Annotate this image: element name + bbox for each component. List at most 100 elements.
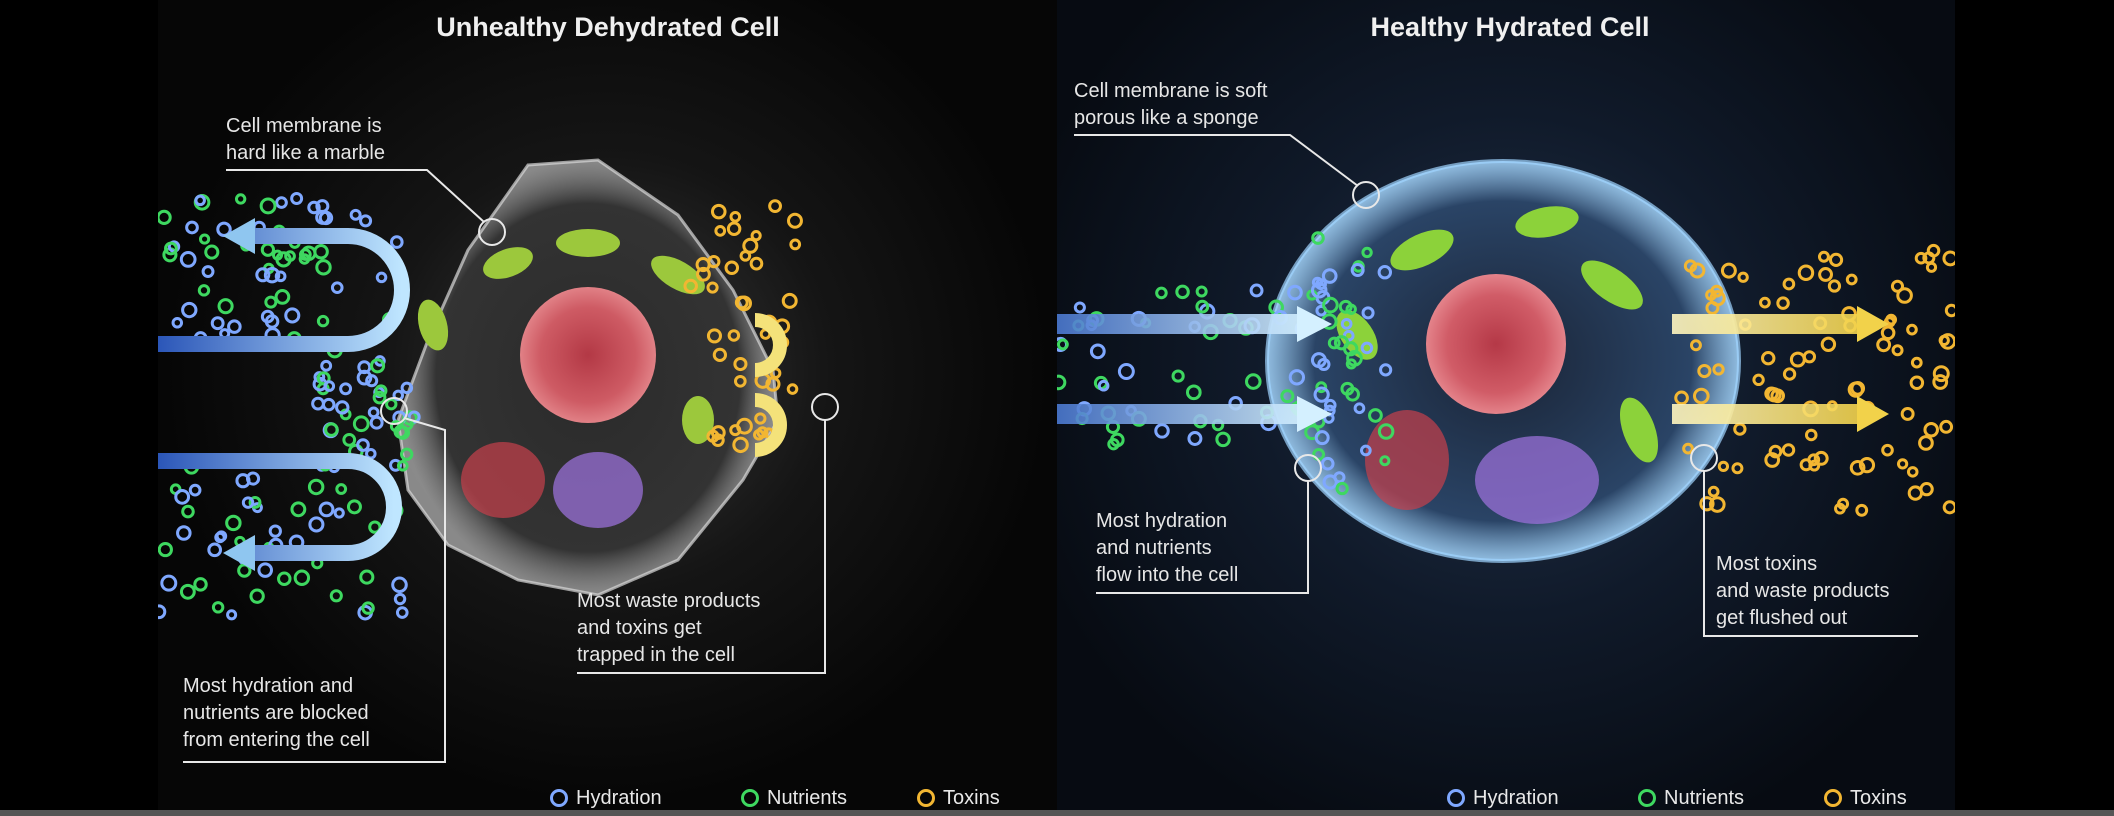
particle (683, 278, 698, 294)
particle (1195, 285, 1208, 298)
particle (1697, 363, 1712, 379)
particle (1914, 251, 1928, 265)
particle (315, 259, 332, 276)
particle (179, 251, 197, 268)
mitochondrion (651, 255, 705, 295)
particle (290, 192, 304, 205)
golgi-apparatus (553, 452, 643, 528)
particle (1906, 323, 1918, 336)
nucleus (1426, 274, 1566, 414)
particle (275, 251, 292, 268)
particle (1089, 343, 1106, 360)
callout-lines (1074, 134, 1918, 637)
particle (1340, 318, 1353, 330)
particle (320, 359, 333, 372)
particle (158, 604, 167, 620)
particle (330, 281, 344, 294)
particle (1907, 485, 1924, 501)
particle (1185, 384, 1202, 401)
particle (1117, 363, 1135, 380)
particle (1925, 261, 1938, 273)
arrow-head (223, 218, 255, 254)
particle (1855, 503, 1869, 517)
particle (1335, 481, 1349, 496)
unhealthy-cell-panel: Unhealthy Dehydrated Cell Cell membrane … (158, 0, 1057, 810)
particle (710, 203, 727, 220)
particle (714, 225, 727, 237)
particle (255, 267, 271, 283)
particle (1379, 363, 1393, 377)
particle (1710, 284, 1724, 298)
particle (1900, 406, 1915, 421)
particle (1110, 432, 1125, 448)
particle (1368, 408, 1383, 423)
particle (158, 541, 173, 558)
particle (290, 501, 307, 518)
particle (1314, 430, 1330, 446)
particle (789, 238, 802, 251)
particle (1944, 303, 1955, 318)
particle (349, 208, 362, 221)
particle (324, 422, 339, 437)
particle (706, 328, 723, 344)
particle (211, 601, 225, 614)
particle (726, 221, 742, 236)
particle (1097, 379, 1110, 392)
particle (710, 425, 726, 440)
particle (197, 284, 211, 297)
particle (695, 257, 711, 273)
legend-label: Nutrients (1664, 787, 1745, 809)
particle (1802, 350, 1817, 364)
particle (734, 374, 747, 388)
particle (356, 438, 370, 452)
particle (249, 588, 265, 604)
outflow-label: Most toxins and waste products get flush… (1716, 551, 1889, 632)
particle (181, 504, 195, 519)
particle (259, 197, 277, 215)
particle (1759, 296, 1771, 309)
particle (1674, 390, 1689, 406)
particle (316, 314, 330, 328)
particle (367, 406, 380, 419)
label-line: Most toxins (1716, 553, 1818, 575)
particle (368, 520, 382, 534)
label-line: and waste products (1716, 580, 1890, 602)
mitochondrion (483, 247, 533, 279)
particle (248, 496, 262, 509)
particle (174, 488, 191, 505)
endoplasmic-reticulum (1365, 410, 1449, 510)
particle (1323, 398, 1337, 412)
arrow-head (223, 535, 255, 571)
particle (396, 459, 409, 472)
toxins-icon (917, 789, 935, 807)
particle (235, 473, 251, 489)
particle (1849, 459, 1866, 476)
particle (1880, 325, 1896, 341)
particle (234, 193, 247, 205)
particle (781, 292, 798, 309)
particle (1360, 341, 1374, 355)
mitochondrion (1619, 397, 1659, 463)
particle (158, 209, 172, 226)
particle (1850, 381, 1866, 396)
callout-lines (183, 169, 839, 763)
label-line: porous like a sponge (1074, 107, 1259, 129)
membrane-label: Cell membrane is hard like a marble (226, 113, 385, 167)
particle (264, 295, 278, 309)
particle (260, 242, 276, 257)
particle (1797, 264, 1815, 281)
particle (1828, 252, 1844, 267)
mitochondrion (556, 229, 620, 257)
particle (1909, 375, 1925, 391)
particle (1361, 246, 1373, 259)
particle (1942, 250, 1955, 267)
particle (1338, 299, 1353, 314)
particle (342, 432, 357, 447)
legend-toxins: Toxins (917, 786, 1000, 810)
particle (1789, 351, 1806, 368)
particle (263, 267, 281, 284)
particle (1761, 350, 1776, 366)
particle (1707, 485, 1720, 498)
particle (1733, 422, 1747, 436)
particle (1195, 299, 1210, 314)
